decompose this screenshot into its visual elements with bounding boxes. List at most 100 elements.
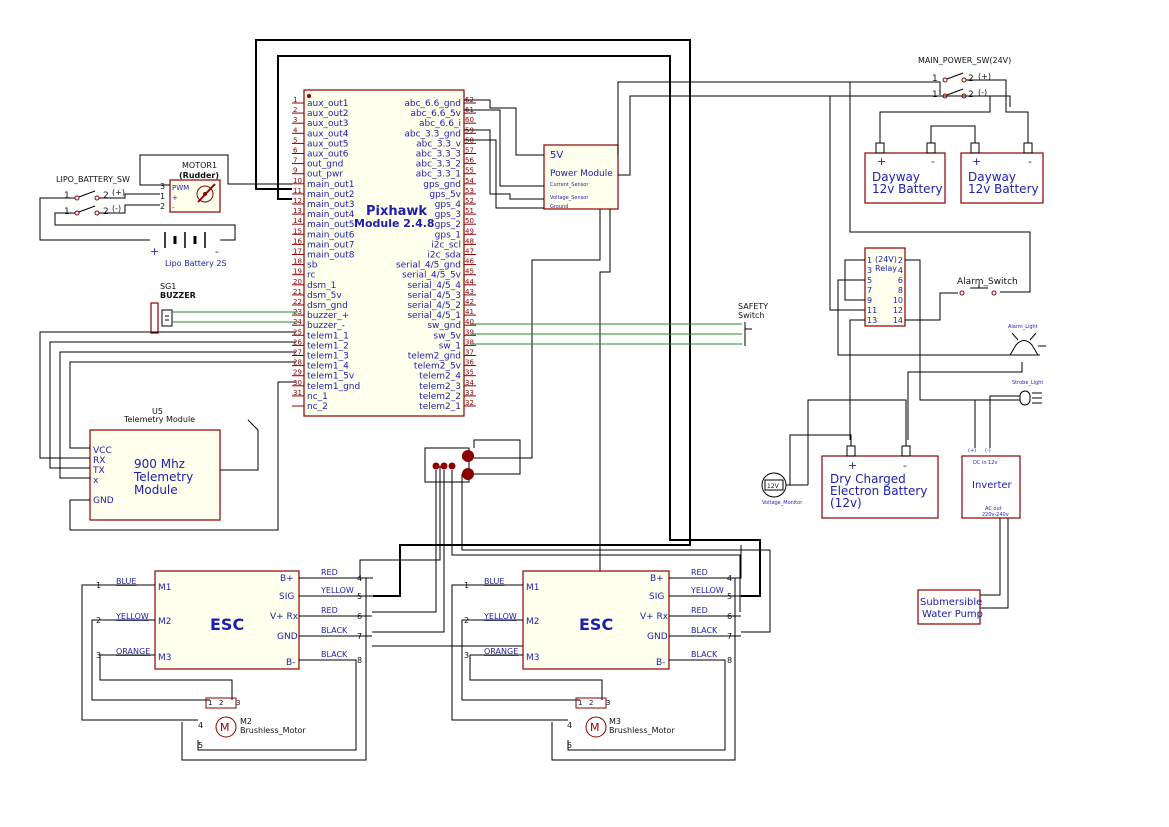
pixhawk-pin-label: telem1_2 [307, 341, 349, 351]
pixhawk-pin-label: gps_gnd [423, 180, 461, 190]
pixhawk-pin-label: abc_3.3_v [416, 139, 461, 149]
pixhawk-pin-label: sb [307, 261, 318, 271]
esc-wire-color: YELLOW [483, 612, 517, 621]
voltage-monitor: 12V Voltage_Monitor [761, 472, 808, 506]
svg-text:B-: B- [656, 658, 665, 668]
esc-wire-color: YELLOW [320, 586, 354, 595]
strobe-light-label: Strobe_Light [1012, 380, 1043, 386]
power-module-ground: Ground [550, 204, 568, 210]
alarm-switch: Alarm_Switch [957, 277, 1018, 296]
svg-text:900 Mhz: 900 Mhz [134, 457, 185, 471]
svg-text:BUZZER: BUZZER [160, 291, 196, 300]
svg-text:12v Battery: 12v Battery [872, 182, 943, 196]
pixhawk-pin-number: 26 [293, 338, 302, 346]
pixhawk-pin-label: out_pwr [307, 170, 343, 180]
svg-text:VCC: VCC [93, 446, 112, 456]
svg-text:+: + [972, 155, 981, 168]
pixhawk-pin-label: gps_3 [435, 210, 461, 220]
pixhawk-pin-label: abc_3.3_2 [416, 160, 461, 170]
esc-wire-color: BLACK [321, 650, 348, 659]
svg-text:M: M [220, 721, 230, 734]
svg-text:AC out: AC out [985, 506, 1002, 512]
relay-pin: 4 [898, 266, 903, 275]
svg-text:(Rudder): (Rudder) [179, 171, 219, 180]
esc-wire-color: BLACK [691, 626, 718, 635]
main-control-wires [255, 39, 761, 597]
pixhawk-pin-label: dsm_gnd [307, 301, 348, 311]
pixhawk-pin-label: serial_4/5_4 [407, 281, 461, 291]
pixhawk-pin-label: telem2_3 [419, 382, 461, 392]
pixhawk-pin-number: 30 [293, 379, 302, 387]
main-power-switch: MAIN_POWER_SW(24V) 1 2 (+) 1 2 (-) [879, 56, 1029, 143]
pixhawk-pin-label: telem1_1 [307, 331, 349, 341]
pixhawk-pin-label: aux_out5 [307, 139, 349, 149]
pixhawk-pin-number: 15 [293, 227, 302, 235]
dry-battery-label: Dry Charged [830, 472, 906, 486]
pixhawk-pin-label: telem2_4 [419, 372, 461, 382]
dayway-battery-2: + - Dayway 12v Battery [960, 142, 1044, 204]
power-module: 5V Power Module Current_Sensor Voltage_S… [543, 144, 619, 210]
pixhawk-pin-number: 56 [465, 157, 474, 165]
power-module-title: Power Module [550, 169, 613, 179]
svg-text:1: 1 [932, 90, 938, 100]
lipo-battery: + - Lipo Battery 2S [150, 232, 227, 268]
svg-text:Module: Module [134, 483, 178, 497]
svg-text:M3: M3 [609, 717, 621, 726]
svg-text:GND: GND [647, 632, 668, 642]
svg-text:(+): (+) [968, 448, 976, 454]
svg-text:B+: B+ [280, 574, 294, 584]
esc-wire-color: BLACK [321, 626, 348, 635]
pixhawk-pin-number: 42 [465, 298, 474, 306]
pixhawk-pin-number: 38 [465, 338, 474, 346]
pixhawk-pin-label: aux_out3 [307, 119, 349, 129]
pixhawk-pin-number: 13 [293, 207, 302, 215]
pixhawk-pin-number: 3 [293, 116, 297, 124]
pixhawk-pin-label: sw_gnd [427, 321, 461, 331]
svg-text:M2: M2 [158, 617, 172, 627]
relay-pin: 1 [867, 256, 872, 265]
pixhawk-pin-number: 28 [293, 359, 302, 367]
esc-wire-color: RED [691, 568, 708, 577]
pixhawk-pin-number: 47 [465, 248, 474, 256]
pixhawk-pin-number: 36 [465, 359, 474, 367]
pixhawk-pin-label: abc_6.6_i [419, 119, 461, 129]
pixhawk-pin-number: 33 [465, 389, 474, 397]
svg-text:12V: 12V [767, 483, 780, 490]
buzzer: SG1 BUZZER [150, 282, 298, 334]
pixhawk-pin-label: dsm_1 [307, 281, 336, 291]
pixhawk-pin-label: serial_4/5_5v [402, 271, 462, 281]
svg-text:220v-240v: 220v-240v [982, 512, 1009, 518]
pixhawk-pin-number: 14 [293, 217, 302, 225]
relay-pin: 10 [893, 296, 903, 305]
esc-1-title: ESC [210, 615, 244, 634]
pixhawk-pin-number: 44 [465, 278, 474, 286]
svg-text:(-): (-) [985, 448, 991, 454]
pixhawk-pin-label: serial_4/5_3 [407, 291, 461, 301]
pixhawk-pin-number: 45 [465, 268, 474, 276]
pixhawk-pin-label: main_out7 [307, 240, 354, 250]
pixhawk-pin-label: abc_3.3_1 [416, 170, 461, 180]
pixhawk-pin-number: 39 [465, 328, 474, 336]
pixhawk-pin-number: 4 [293, 126, 298, 134]
esc-wire-color: ORANGE [484, 647, 518, 656]
pixhawk-pin-label: rc [307, 271, 316, 281]
motor1-title: MOTOR1 [182, 161, 217, 170]
svg-text:(-): (-) [978, 88, 987, 97]
pixhawk-pin-label: i2c_sda [427, 251, 461, 261]
svg-text:-: - [931, 155, 935, 168]
pixhawk-pin-label: gps_4 [435, 200, 462, 210]
pixhawk-pin-label: telem2_1 [419, 402, 461, 412]
svg-text:-: - [172, 204, 175, 212]
alarm-switch-label: Alarm_Switch [957, 277, 1018, 287]
svg-text:1: 1 [64, 207, 70, 217]
svg-text:GND: GND [277, 632, 298, 642]
svg-text:(+): (+) [978, 72, 991, 81]
esc-2-title: ESC [579, 615, 613, 634]
svg-text:V+ Rx: V+ Rx [270, 612, 299, 622]
lipo-battery-switch: LIPO_BATTERY_SW 1 2 (+) 1 2 (-) [39, 175, 236, 241]
pixhawk-pin-label: buzzer_- [307, 321, 345, 331]
pixhawk-pin-label: serial_4/5_1 [407, 311, 461, 321]
pixhawk-pin-number: 55 [465, 167, 474, 175]
